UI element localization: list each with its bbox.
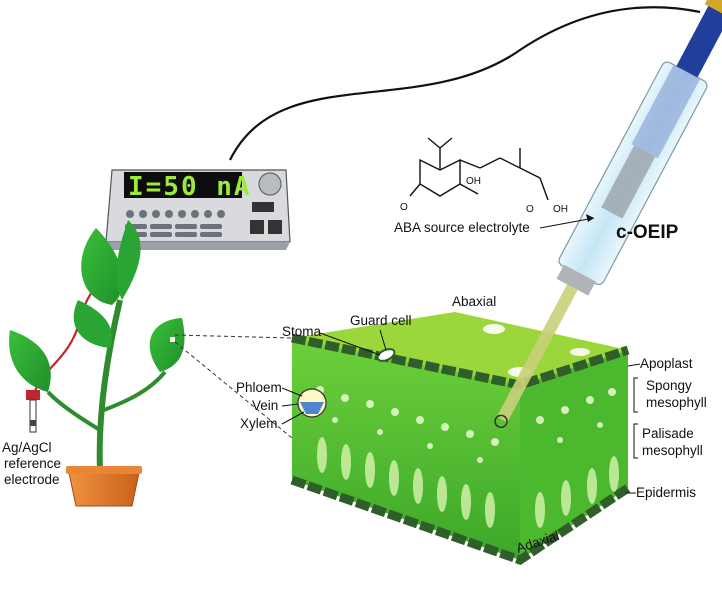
meter-display-text: I=50 nA: [128, 172, 252, 202]
leaf-top-surface: [292, 312, 628, 385]
plant: [9, 220, 185, 507]
aba-source-arrow: [539, 217, 595, 229]
aba-source-label: ABA source electrolyte: [394, 220, 530, 235]
epidermis-label: Epidermis: [636, 485, 696, 500]
zoom-line: [174, 341, 293, 439]
zoom-line: [174, 334, 293, 339]
reference-electrode: [26, 390, 40, 433]
apoplast-label: Apoplast: [640, 356, 693, 371]
guard-cell: [376, 348, 396, 362]
lower-epidermis: [290, 475, 631, 565]
palisade-label-line1: Palisade: [642, 426, 694, 441]
leaf: [116, 220, 141, 300]
spongy-label-line2: mesophyll: [646, 395, 707, 410]
source-meter: I=50 nA: [105, 169, 291, 250]
chem-o-acid: O: [526, 204, 534, 215]
leaf-right-face: [520, 350, 628, 560]
leaf: [81, 228, 123, 305]
leaf: [9, 330, 51, 392]
chem-oh-acid: OH: [553, 204, 568, 215]
leaf-cross-section: [290, 312, 631, 565]
stoma-label: Stoma: [282, 324, 322, 339]
meter-display-screen: [124, 172, 242, 198]
vein-label: Vein: [252, 398, 278, 413]
leaf: [73, 300, 112, 348]
spongy-label-line1: Spongy: [646, 378, 692, 393]
stoma-top: [570, 348, 590, 356]
stoma-top: [483, 324, 505, 334]
aba-molecule: [409, 137, 549, 201]
palisade-label-line2: mesophyll: [642, 443, 703, 458]
black-wire: [229, 6, 701, 161]
abaxial-label: Abaxial: [452, 294, 496, 309]
device-connector: [676, 4, 722, 78]
device-label: c-OEIP: [616, 222, 679, 243]
phloem-label: Phloem: [236, 380, 282, 395]
electrode-label-line1: Ag/AgCl: [2, 440, 52, 455]
leaf: [149, 318, 185, 372]
chem-oh: OH: [466, 176, 481, 187]
guard-cell-label: Guard cell: [350, 313, 412, 328]
plant-stem: [96, 299, 123, 471]
leaf-marker: [170, 337, 175, 342]
spongy-bracket: [633, 377, 638, 413]
electrode-label-line3: electrode: [4, 472, 60, 487]
electrode-label-line2: reference: [4, 456, 61, 471]
c-oeip-device: [494, 0, 722, 429]
palisade-bracket: [633, 423, 638, 459]
chem-o-left: O: [400, 202, 408, 213]
xylem-label: Xylem: [240, 416, 278, 431]
meter-knob[interactable]: [258, 172, 282, 196]
